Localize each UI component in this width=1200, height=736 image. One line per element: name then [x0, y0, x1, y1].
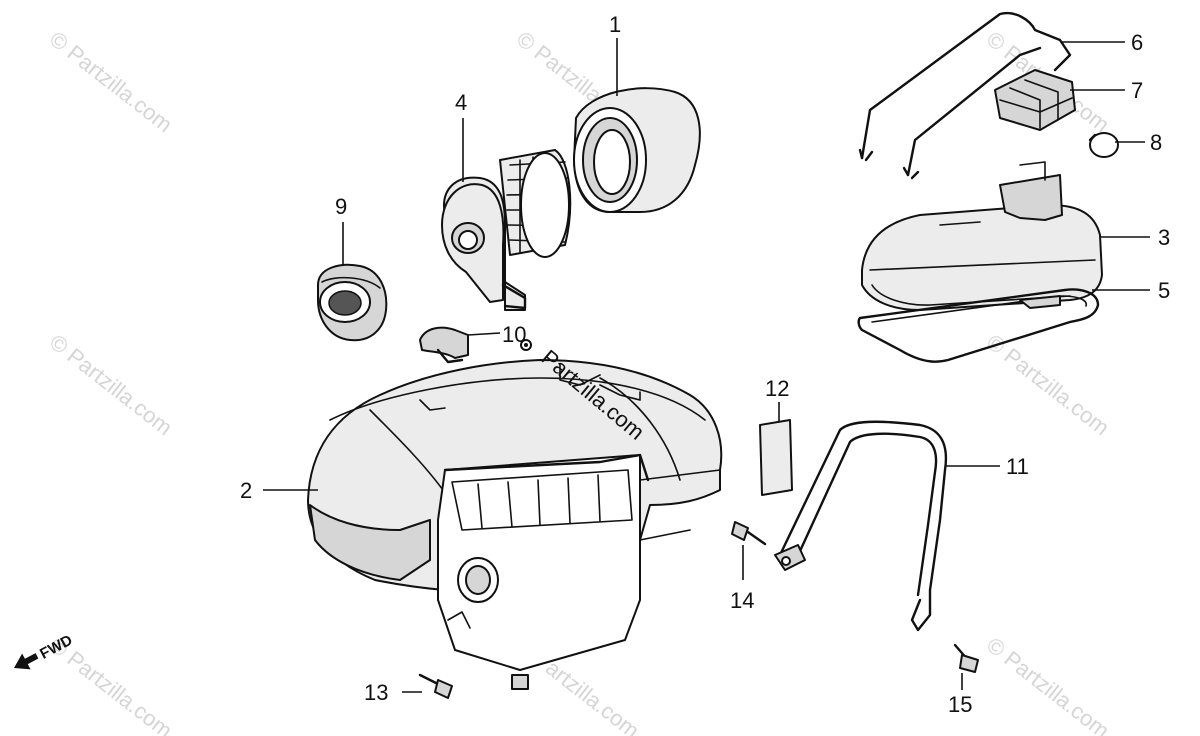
- callout-5: 5: [1158, 278, 1170, 303]
- callout-numbers: 1 2 3 4 5 6 7 8 9 10 11 12 13 14 15: [240, 12, 1170, 717]
- part-15-bolt: [953, 643, 979, 673]
- part-12-label: [759, 419, 793, 496]
- part-4-filter-cage: [441, 149, 572, 311]
- part-3-cover: [861, 161, 1103, 311]
- fwd-arrow-icon: [14, 653, 39, 670]
- watermark-text: © Partzilla.com: [45, 329, 177, 440]
- part-5-gasket: [857, 288, 1100, 363]
- part-9-boot: [317, 263, 388, 342]
- callout-12: 12: [765, 376, 789, 401]
- watermark-text: © Partzilla.com: [45, 26, 177, 137]
- part-2-cleaner-case: [307, 359, 723, 690]
- callout-11: 11: [1006, 454, 1029, 479]
- callout-1: 1: [609, 12, 621, 37]
- leader-lines: [263, 38, 1150, 693]
- part-14-bolt: [731, 521, 767, 546]
- callout-4: 4: [455, 90, 467, 115]
- part-10-clamp: [419, 326, 532, 364]
- callout-2: 2: [240, 478, 252, 503]
- part-1-filter-element: [573, 87, 701, 213]
- part-8-knob: [1088, 132, 1119, 158]
- watermark-text: © Partzilla.com: [982, 329, 1114, 440]
- callout-7: 7: [1131, 78, 1143, 103]
- part-6-wire-clip: [858, 11, 1072, 180]
- watermark-text: © Partzilla.com: [982, 632, 1114, 736]
- callout-10: 10: [502, 322, 526, 347]
- callout-9: 9: [335, 194, 347, 219]
- part-11-strap: [774, 420, 948, 632]
- callout-13: 13: [364, 680, 388, 705]
- callout-15: 15: [948, 692, 972, 717]
- callout-8: 8: [1150, 130, 1162, 155]
- callout-14: 14: [730, 588, 754, 613]
- callout-3: 3: [1158, 225, 1170, 250]
- part-7-block: [994, 69, 1076, 131]
- part-13-bolt: [418, 673, 453, 699]
- callout-6: 6: [1131, 30, 1143, 55]
